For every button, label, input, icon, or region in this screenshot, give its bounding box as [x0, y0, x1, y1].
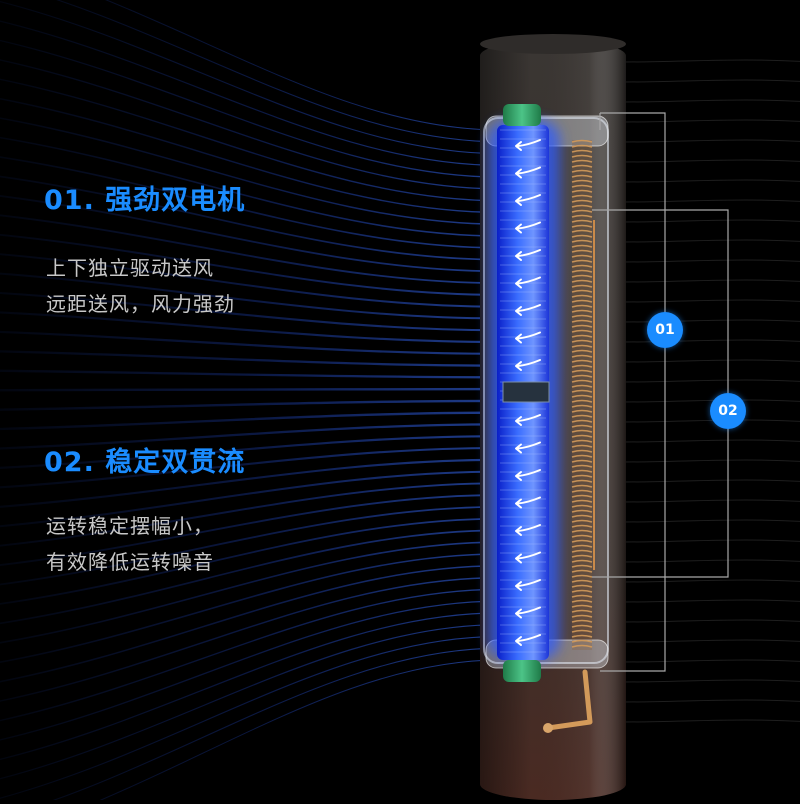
airflow-line — [0, 588, 501, 722]
airflow-line — [0, 505, 501, 586]
feature-2-line-1: 运转稳定摆幅小， — [46, 514, 214, 538]
airflow-line — [0, 117, 501, 225]
airflow-line — [0, 39, 501, 178]
airflow-line — [0, 399, 501, 411]
airflow-line — [0, 78, 501, 202]
airflow-line — [0, 387, 501, 392]
airflow-line — [0, 59, 501, 190]
airflow-arrow-icon — [515, 606, 541, 619]
airflow-line — [0, 195, 501, 273]
feature-1-description: 上下独立驱动送风 远距送风，风力强劲 — [46, 250, 235, 322]
airflow-arrow-icon — [515, 634, 541, 646]
airflow-line — [0, 369, 501, 379]
feature-2-heading: 02. 稳定双贯流 — [44, 447, 246, 478]
callout-bracket-01 — [600, 112, 666, 672]
airflow-line — [90, 659, 501, 804]
airflow-line — [0, 350, 501, 367]
airflow-line — [0, 253, 501, 308]
airflow-arrow-icon — [515, 414, 541, 426]
airflow-line — [105, 0, 501, 131]
airflow-line — [0, 541, 501, 644]
airflow-line — [0, 20, 501, 166]
airflow-arrow-icon — [515, 359, 541, 371]
airflow-line — [0, 600, 501, 741]
airflow-line — [0, 517, 501, 605]
feature-2-description: 运转稳定摆幅小， 有效降低运转噪音 — [46, 508, 214, 580]
airflow-arrow-icon — [515, 579, 541, 591]
airflow-line — [0, 411, 501, 431]
airflow-line — [0, 233, 501, 296]
copper-pipe — [545, 669, 593, 731]
airflow-line — [0, 136, 501, 237]
airflow-arrow-icon — [515, 524, 541, 536]
feature-1-line-1: 上下独立驱动送风 — [46, 256, 214, 280]
airflow-line — [41, 647, 501, 804]
airflow-arrow-icon — [515, 469, 541, 481]
pipe-valve — [543, 723, 553, 733]
airflow-arrow-icon — [515, 304, 541, 316]
airflow-line — [0, 576, 501, 702]
airflow-line — [0, 482, 501, 547]
airflow-arrow-icon — [515, 276, 541, 289]
airflow-arrow-icon — [515, 139, 541, 151]
airflow-arrow-icon — [515, 551, 541, 564]
airflow-line — [0, 612, 501, 760]
airflow-line — [0, 553, 501, 663]
feature-1-line-2: 远距送风，风力强劲 — [46, 292, 235, 316]
fan-top-cap — [503, 104, 541, 126]
airflow-line — [0, 272, 501, 320]
airflow-line — [0, 214, 501, 285]
airflow-line — [0, 292, 501, 332]
callout-badge-01: 01 — [647, 312, 683, 348]
airflow-line — [56, 0, 501, 143]
unit-top — [480, 34, 626, 54]
airflow-line — [0, 1, 501, 155]
airflow-arrow-icon — [515, 194, 541, 206]
airflow-line — [0, 635, 501, 799]
airflow-line — [0, 529, 501, 625]
airflow-line — [0, 624, 501, 780]
copper-coil — [571, 139, 595, 650]
feature-2-line-2: 有效降低运转噪音 — [46, 550, 214, 574]
airflow-line — [0, 330, 501, 355]
airflow-line — [0, 423, 501, 450]
fan-blades — [500, 129, 546, 653]
fan-bottom-cap — [503, 660, 541, 682]
feature-1-heading: 01. 强劲双电机 — [44, 185, 246, 216]
airflow-line — [0, 175, 501, 261]
airflow-arrows — [515, 139, 541, 646]
airflow-arrow-icon — [515, 441, 541, 454]
airflow-line — [0, 156, 501, 249]
fan-divider — [502, 381, 550, 403]
airflow-line — [0, 470, 501, 528]
airflow-line — [0, 494, 501, 566]
airflow-line — [0, 458, 501, 508]
airflow-arrow-icon — [515, 166, 541, 179]
airflow-line — [0, 435, 501, 469]
airflow-arrow-icon — [515, 496, 541, 509]
airflow-lines-left — [0, 0, 501, 804]
airflow-line — [0, 311, 501, 344]
airflow-line — [0, 98, 501, 214]
airflow-arrow-icon — [515, 249, 541, 261]
airflow-arrow-icon — [515, 221, 541, 234]
airflow-arrow-icon — [515, 331, 541, 344]
airflow-line — [0, 565, 501, 683]
callout-badge-02: 02 — [710, 393, 746, 429]
airflow-line — [0, 446, 501, 489]
